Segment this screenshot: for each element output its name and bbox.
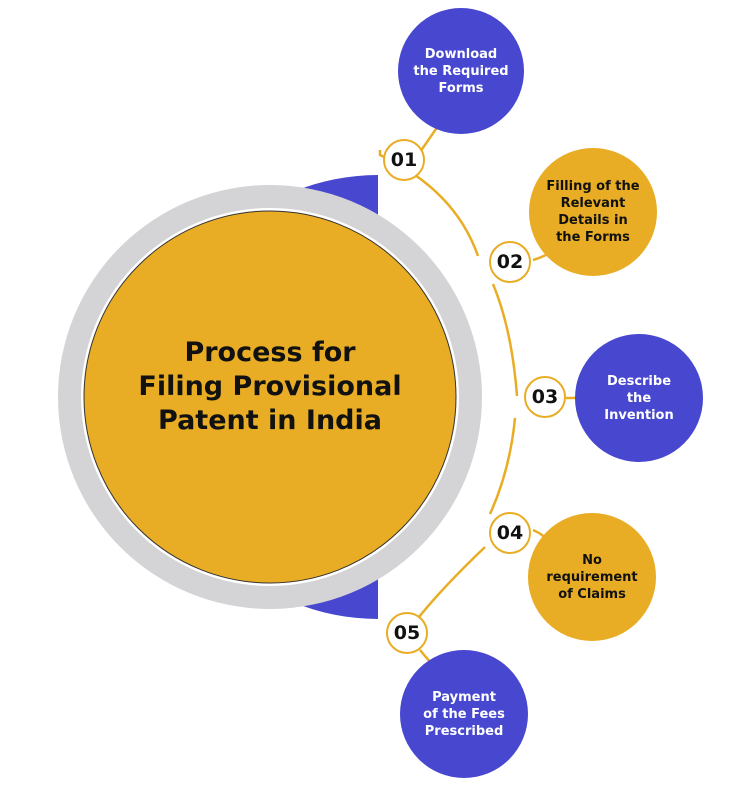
- step-05-line-1: Payment: [432, 689, 496, 705]
- step-05-line-2: of the Fees: [423, 706, 505, 722]
- step-03-line-2: the: [626, 390, 652, 406]
- diagram-title: Process for Filing Provisional Patent in…: [100, 336, 440, 438]
- connector-line: [378, 150, 519, 623]
- step-01-number: 01: [383, 139, 425, 181]
- step-01-line-3: Forms: [438, 80, 484, 96]
- step-02-number: 02: [489, 241, 531, 283]
- step-02-line-2: Relevant: [560, 196, 626, 211]
- step-04-circle: No requirement of Claims: [528, 513, 656, 641]
- step-02-circle: Filling of the Relevant Details in the F…: [529, 148, 657, 276]
- step-05-circle: Payment of the Fees Prescribed: [400, 650, 528, 778]
- step-04-number: 04: [489, 512, 531, 554]
- step-02-line-4: the Forms: [556, 230, 630, 245]
- step-05-line-3: Prescribed: [424, 723, 504, 739]
- step-01-circle: Download the Required Forms: [398, 8, 524, 134]
- step-03-number: 03: [524, 376, 566, 418]
- center-disc: [83, 210, 457, 584]
- step-04-line-3: of Claims: [558, 586, 626, 602]
- step-02-line-1: Filling of the: [546, 179, 640, 194]
- title-line-2: Filing Provisional: [138, 371, 402, 402]
- title-line-1: Process for: [184, 337, 356, 368]
- step-05-number: 05: [386, 612, 428, 654]
- step-03-line-1: Describe: [606, 373, 672, 389]
- step-02-line-3: Details in: [558, 213, 628, 228]
- title-line-3: Patent in India: [158, 405, 382, 436]
- step-01-line-1: Download: [424, 46, 498, 62]
- step-03-circle: Describe the Invention: [575, 334, 703, 462]
- step-03-line-3: Invention: [604, 407, 674, 423]
- step-01-line-2: the Required: [413, 63, 509, 79]
- step-04-line-2: requirement: [546, 569, 638, 585]
- step-04-line-1: No: [582, 552, 602, 568]
